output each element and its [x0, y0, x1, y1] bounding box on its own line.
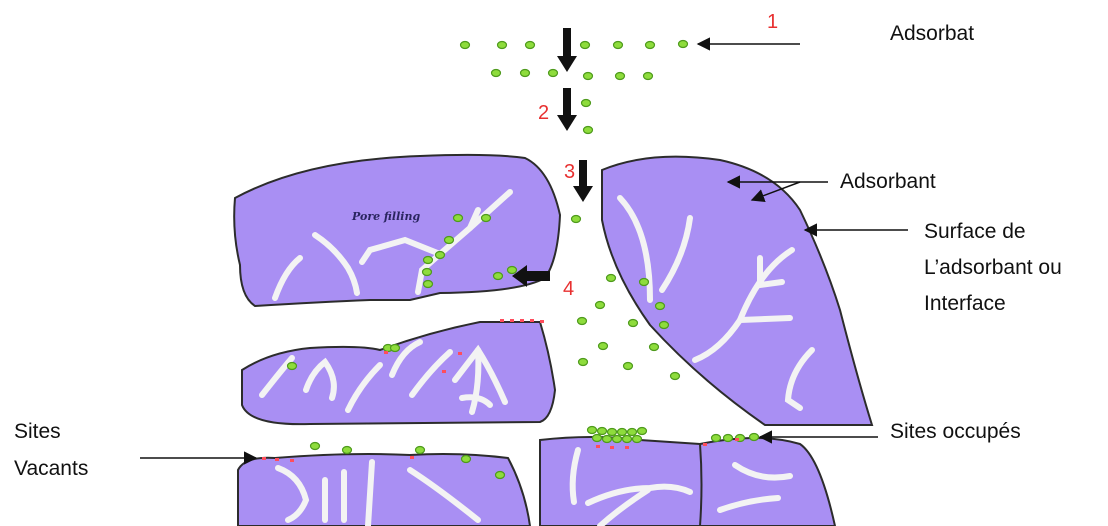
adsorbent-block-middle-left — [242, 322, 555, 424]
flow-arrow-2 — [557, 88, 577, 131]
pore-filling-label: Pore filling — [352, 210, 420, 223]
adsorbent-block-right — [602, 157, 872, 425]
surface-label-line2: L’adsorbant ou — [924, 254, 1062, 281]
adsorbent-block-bottom-right — [540, 437, 835, 526]
step-number-4: 4 — [563, 279, 574, 299]
adsorbat-label: Adsorbat — [890, 20, 974, 47]
flow-arrow-3 — [573, 160, 593, 202]
surface-label-line1: Surface de — [924, 218, 1026, 245]
flow-arrow-1 — [557, 28, 577, 72]
adsorbent-block-bottom-left — [238, 454, 530, 526]
sites-occupes-label: Sites occupés — [890, 418, 1021, 445]
surface-label-line3: Interface — [924, 290, 1006, 317]
step-number-1: 1 — [767, 12, 778, 32]
adsorbent-block-top-left — [234, 155, 560, 306]
step-number-2: 2 — [538, 103, 549, 123]
sites-vacants-label-line2: Vacants — [14, 455, 88, 482]
sites-vacants-label-line1: Sites — [14, 418, 61, 445]
step-number-3: 3 — [564, 162, 575, 182]
adsorbant-label: Adsorbant — [840, 168, 936, 195]
